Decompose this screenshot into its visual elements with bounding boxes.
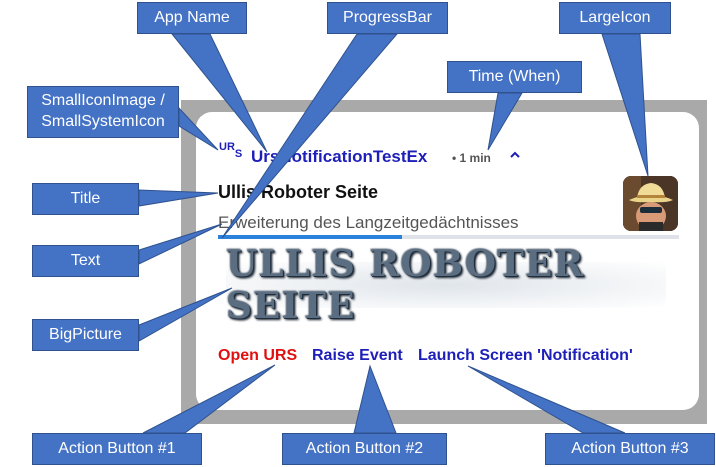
action-button-raise-event[interactable]: Raise Event [312,347,403,364]
pointer-time [487,92,523,151]
pointer-title [138,189,219,207]
label-app-name: App Name [137,2,247,34]
label-title: Title [32,183,139,215]
action-button-open-urs[interactable]: Open URS [218,347,298,364]
label-large-icon: LargeIcon [559,2,671,34]
chevron-up-icon[interactable] [509,149,521,163]
pointer-action-1 [142,364,276,434]
pointer-progress-bar [221,33,399,239]
action-button-launch-screen[interactable]: Launch Screen 'Notification' [418,347,633,364]
label-action-button-3: Action Button #3 [545,433,715,465]
large-icon-avatar [623,176,678,231]
pointer-app-name [170,33,268,153]
pointer-big-picture [138,287,233,342]
progress-bar [218,235,679,239]
label-time: Time (When) [447,61,582,93]
notification-time: • 1 min [452,151,491,165]
pointer-small-icon [178,106,219,151]
label-action-button-1: Action Button #1 [32,433,202,465]
label-big-picture: BigPicture [32,319,139,351]
pointer-large-icon [601,33,649,177]
pointer-action-2 [353,364,397,434]
pointer-text [138,223,223,265]
notification-text: Erweiterung des Langzeitgedächtnisses [218,213,519,232]
label-progress-bar: ProgressBar [327,2,448,34]
small-icon-text-bottom: S [234,148,243,160]
small-icon-text-top: UR [219,141,235,153]
label-action-button-2: Action Button #2 [282,433,447,465]
pointer-action-3 [467,365,626,434]
label-text: Text [32,245,139,277]
progress-fill [218,235,403,239]
small-icon: URS [219,141,242,160]
label-small-icon: SmallIconImage / SmallSystemIcon [27,86,179,138]
